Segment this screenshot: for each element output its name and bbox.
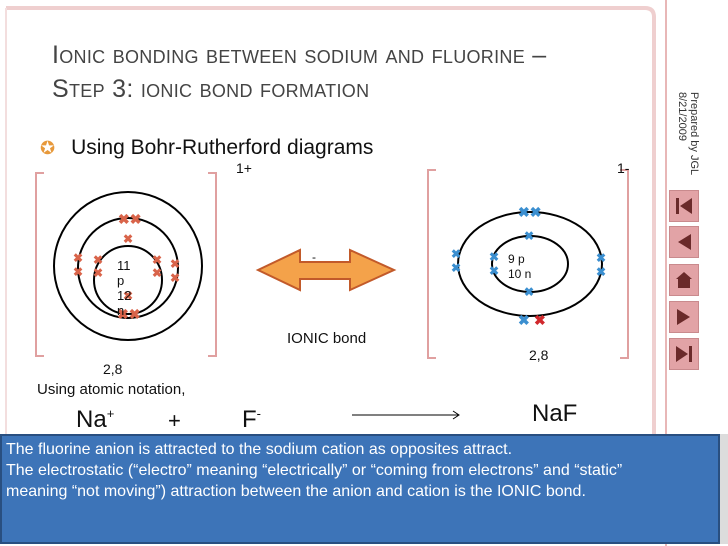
fluorine-nucleus-line-2: 10 n — [508, 267, 532, 281]
svg-text:✖: ✖ — [489, 264, 499, 278]
notation-label: Using atomic notation, — [37, 381, 186, 398]
sodium-shell-2 — [77, 217, 179, 319]
next-slide-button[interactable] — [669, 301, 699, 333]
fluorine-bracket-left — [427, 169, 436, 359]
svg-text:✖: ✖ — [93, 266, 103, 280]
svg-text:✖: ✖ — [73, 251, 83, 265]
sodium-ion-charge: + — [106, 406, 115, 421]
svg-text:✖: ✖ — [93, 253, 103, 267]
arrow-mark: - — [312, 250, 316, 264]
sodium-ion-symbol: Na+ — [76, 406, 114, 434]
svg-text:✖: ✖ — [524, 285, 534, 299]
caption-scrollbar[interactable] — [720, 434, 728, 544]
fluorine-symbol: F — [242, 406, 257, 433]
svg-text:✖: ✖ — [170, 271, 180, 285]
svg-text:✖✖: ✖✖ — [518, 204, 541, 220]
fluorine-bracket-right — [620, 169, 629, 359]
svg-text:✖: ✖ — [73, 265, 83, 279]
bullet-text: Using Bohr-Rutherford diagrams — [71, 136, 374, 159]
sodium-nucleus-line-4: n — [117, 303, 125, 318]
caption-line-2: The electrostatic (“electro” meaning “el… — [6, 462, 623, 479]
fluoride-ion-charge: - — [256, 406, 262, 421]
caption-line-3: meaning “not moving”) attraction between… — [6, 483, 586, 500]
fluorine-config: 2,8 — [529, 347, 549, 363]
ionic-bond-label: IONIC bond — [287, 330, 367, 347]
svg-text:✖✖: ✖✖ — [118, 211, 141, 227]
svg-text:✖: ✖ — [152, 253, 162, 267]
svg-text:✖: ✖ — [451, 247, 461, 261]
sodium-charge: 1+ — [236, 160, 252, 176]
double-arrow-icon — [255, 248, 397, 292]
fluorine-shell-1 — [491, 235, 569, 293]
sodium-nucleus-line-3: 12 — [117, 288, 132, 303]
fluorine-nucleus: 9 p 10 n — [508, 252, 531, 282]
sodium-bracket-right — [208, 172, 217, 357]
product-formula: NaF — [532, 400, 578, 427]
svg-text:✖: ✖ — [489, 250, 499, 264]
svg-text:✖: ✖ — [152, 266, 162, 280]
svg-text:✖: ✖ — [451, 261, 461, 275]
svg-text:✖: ✖ — [596, 265, 606, 279]
sodium-nucleus: 11 p 12 n — [117, 258, 131, 318]
last-slide-icon — [676, 346, 692, 362]
first-slide-button[interactable] — [669, 190, 699, 222]
svg-text:✖: ✖ — [123, 232, 133, 246]
svg-text:✖: ✖ — [518, 312, 530, 328]
fluorine-shell-2 — [457, 211, 603, 317]
home-button[interactable] — [669, 264, 699, 296]
fluorine-electrons: ✖✖ ✖ ✖ ✖ ✖ ✖ ✖ ✖ ✖ ✖ — [451, 204, 606, 328]
sodium-nucleus-line-1: 11 — [117, 258, 131, 273]
fluorine-charge: 1- — [617, 160, 630, 176]
bullet-item: ✪ Using Bohr-Rutherford diagrams — [40, 136, 373, 160]
title-line-1: Ionic bonding between sodium and fluorin… — [52, 41, 547, 69]
plus-sign: + — [168, 408, 181, 433]
svg-text:✖: ✖ — [596, 251, 606, 265]
sodium-nucleus-line-2: p — [117, 273, 125, 288]
caption-line-1: The fluorine anion is attracted to the s… — [6, 441, 513, 458]
sodium-shell-3 — [53, 191, 203, 341]
sodium-shell-1 — [93, 245, 163, 315]
last-slide-button[interactable] — [669, 338, 699, 370]
sodium-config: 2,8 — [103, 361, 123, 377]
reaction-arrow-icon — [352, 410, 460, 420]
fluorine-nucleus-line-1: 9 p — [508, 252, 525, 266]
previous-slide-icon — [678, 234, 691, 250]
sodium-symbol: Na — [76, 406, 107, 433]
slide-title: Ionic bonding between sodium and fluorin… — [52, 38, 652, 106]
transferred-electron-icon: ✖ — [534, 312, 546, 328]
sodium-electrons: ✖✖ ✖ ✖ ✖ ✖ ✖ ✖ ✖ ✖ ✖ ✖ ✖✖ — [73, 211, 180, 322]
fluoride-ion-symbol: F- — [242, 406, 261, 434]
title-line-2: Step 3: ionic bond formation — [52, 75, 370, 103]
home-icon — [676, 272, 692, 288]
sodium-bracket-left — [35, 172, 44, 357]
previous-slide-button[interactable] — [669, 226, 699, 258]
svg-text:✖✖: ✖✖ — [117, 306, 140, 322]
svg-text:✖: ✖ — [123, 289, 133, 303]
bullet-marker-icon: ✪ — [40, 137, 56, 158]
caption-box: The fluorine anion is attracted to the s… — [0, 434, 720, 544]
svg-text:✖: ✖ — [524, 229, 534, 243]
next-slide-icon — [677, 309, 690, 325]
first-slide-icon — [676, 198, 692, 214]
svg-text:✖: ✖ — [170, 257, 180, 271]
